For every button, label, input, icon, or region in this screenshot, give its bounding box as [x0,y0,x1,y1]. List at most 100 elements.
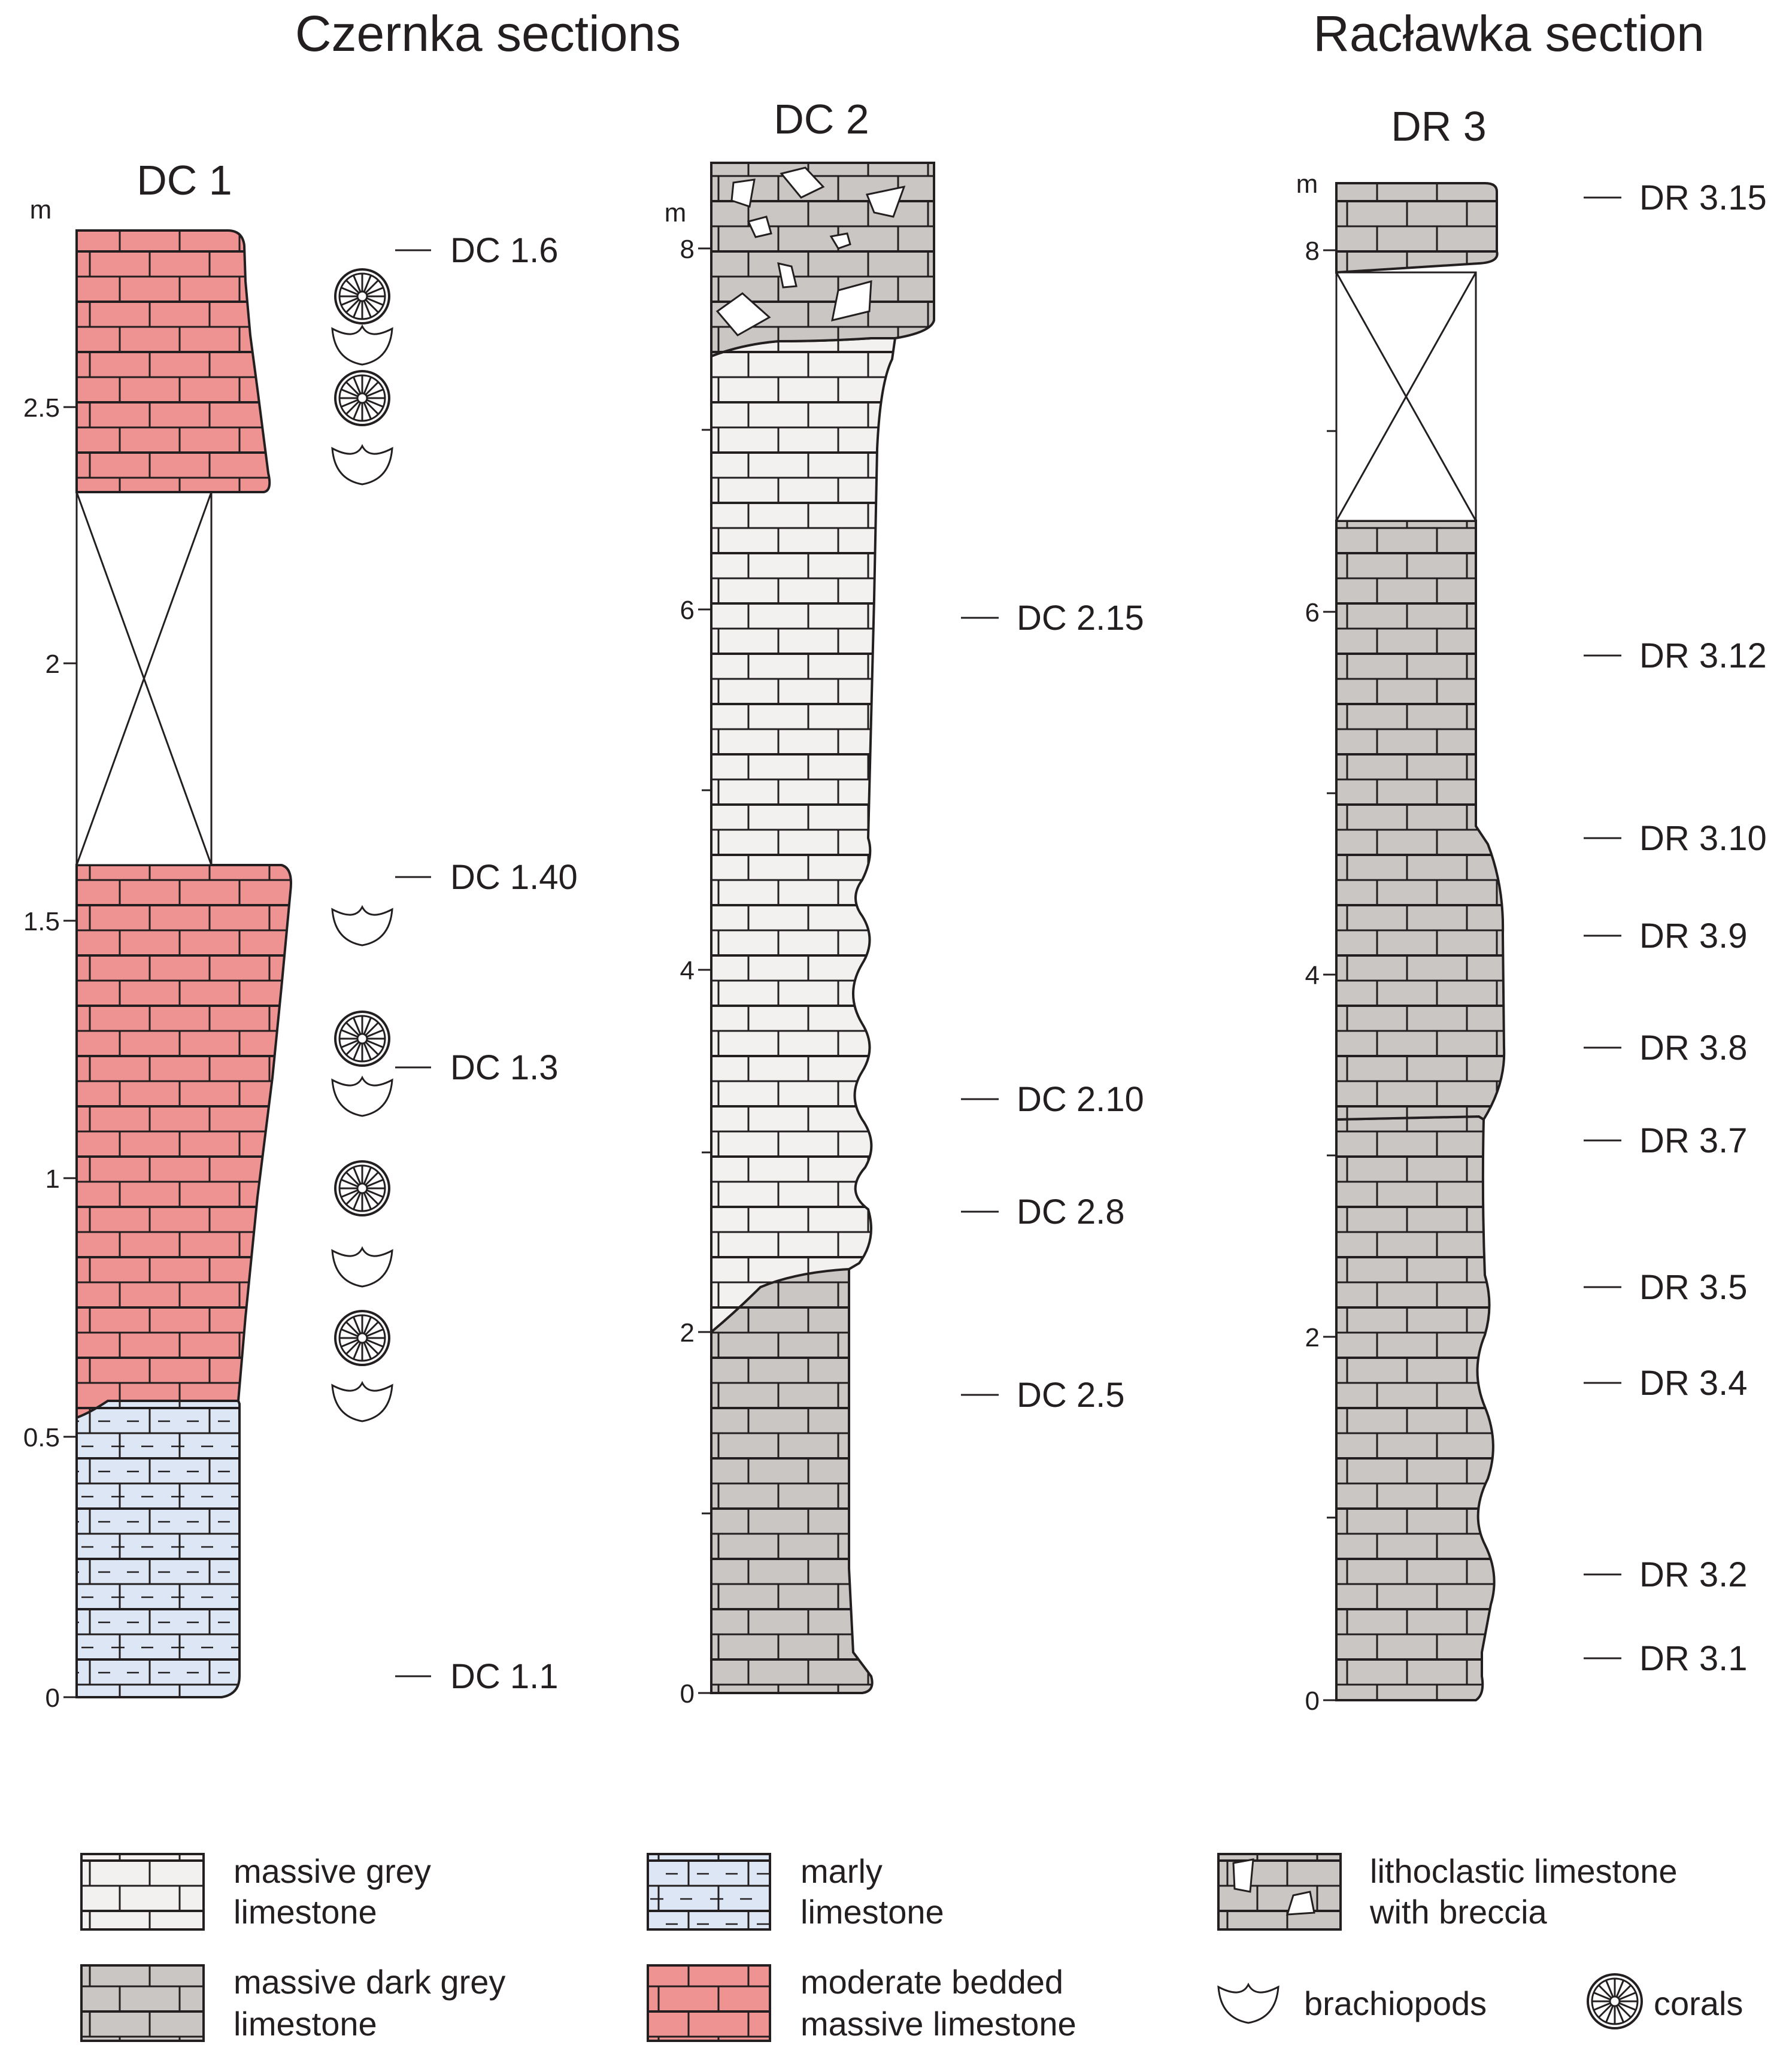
dr3-top-bed [1335,182,1499,274]
sample-label: DR 3.5 [1639,1268,1748,1307]
breccia-clast [865,185,906,218]
legend-moderate-bedded: moderate bedded massive limestone [647,1963,1077,2043]
brachiopod-icon [1217,1983,1279,2024]
sample-label: DR 3.8 [1639,1028,1748,1067]
dc1-marly-limestone-bed [75,1400,241,1698]
dc1-tick-label: 2 [46,650,60,679]
sample-label: DC 2.5 [1017,1376,1125,1415]
sample-label: DR 3.9 [1639,917,1748,955]
sample-label: DR 3.10 [1639,819,1767,858]
dr3-tick-label: 4 [1305,961,1320,990]
dr3-massive-dark-grey-lower-bed [1335,1115,1496,1701]
coral-icon [334,268,390,324]
legend-label-massive-dark-grey-1: massive dark grey [234,1963,505,2001]
dc1-tick-label: 0 [46,1683,60,1713]
legend-massive-grey: massive grey limestone [80,1852,431,1931]
coral-icon [334,1011,390,1067]
legend-swatch-massive-dark-grey [80,1964,205,2042]
legend: massive grey limestone marly limestone l… [80,1852,1743,2043]
sample-label: DC 1.1 [450,1657,559,1696]
dr3-gap-cross-b [1335,272,1477,521]
coral-icon [334,1160,390,1216]
dc1-moderate-bedded-upper [75,229,271,493]
dr3-massive-dark-grey-upper-bed [1335,520,1506,1121]
brachiopod-icon [331,1247,393,1288]
dc2-tick-label: 2 [680,1318,695,1348]
breccia-clast [715,292,771,336]
breccia-clast [780,166,825,199]
dc1-gap-cross-b [75,491,213,866]
legend-clast-a [1232,1858,1254,1893]
sample-label: DC 1.6 [450,231,559,270]
dc1-tick-label: 2.5 [23,393,60,423]
sample-label: DC 1.40 [450,858,578,897]
legend-marly: marly limestone [647,1852,944,1931]
dc1-moderate-bedded-lower [75,864,292,1419]
legend-swatch-marly [647,1853,771,1931]
legend-swatch-moderate-bedded [647,1964,771,2042]
dc2-tick-label: 4 [680,956,695,985]
sample-label: DC 2.8 [1017,1193,1125,1231]
sample-label: DC 1.3 [450,1048,559,1087]
legend-label-moderate-bedded-1: moderate bedded [801,1963,1063,2001]
dc1-label: DC 1 [137,157,232,204]
legend-label-massive-dark-grey-2: limestone [234,2005,377,2043]
breccia-clast [831,280,872,322]
legend-swatch-lithoclastic [1217,1853,1342,1931]
dc1-tick-label: 1 [46,1164,60,1194]
brachiopod-icon [331,445,393,486]
sample-label: DR 3.4 [1639,1364,1748,1403]
dr3-tick-label: 0 [1305,1686,1320,1716]
dc1-tick-label: 1.5 [23,907,60,936]
coral-icon [334,1310,390,1366]
dr3-tick-label: 6 [1305,598,1320,627]
dc1-tick-label: 0.5 [23,1423,60,1452]
legend-label-massive-grey-1: massive grey [234,1852,431,1890]
dc1-sample-markers: DC 1.6 DC 1.40 DC 1.3 DC 1.1 [395,231,578,1696]
legend-swatch-massive-grey [80,1853,205,1931]
dc2-tick-label: 0 [680,1679,695,1709]
dc2-tick-label: 8 [680,235,695,264]
coral-icon [334,370,390,426]
sample-label: DR 3.15 [1639,178,1767,217]
dc2-breccia-clasts [715,166,906,336]
legend-label-corals: corals [1654,1985,1743,2022]
sample-label: DC 2.10 [1017,1080,1144,1119]
legend-label-lithoclastic-1: lithoclastic limestone [1370,1852,1678,1890]
legend-clast-b [1285,1891,1315,1916]
legend-label-massive-grey-2: limestone [234,1893,377,1931]
brachiopod-icon [331,1076,393,1117]
breccia-clast [747,216,772,238]
raclawka-title: Racławka section [1313,5,1705,62]
legend-label-brachiopods: brachiopods [1304,1985,1487,2022]
sample-label: DR 3.1 [1639,1639,1748,1678]
sample-label: DR 3.7 [1639,1121,1748,1160]
dc1-axis-ticks: 0 0.5 1 1.5 2 2.5 [23,393,77,1713]
sample-label: DR 3.2 [1639,1555,1748,1594]
dc1-unit: m [30,195,52,224]
legend-massive-dark-grey: massive dark grey limestone [80,1963,505,2043]
dc1-fossil-column [331,268,393,1422]
dr3-tick-label: 2 [1305,1323,1320,1352]
dc2-label: DC 2 [774,96,869,142]
czernka-title: Czernka sections [295,5,681,62]
brachiopod-icon [331,906,393,946]
legend-brachiopods: brachiopods [1217,1983,1487,2024]
dr3-unit: m [1296,169,1318,199]
dc2-massive-dark-grey-lower-bed [710,1268,874,1694]
legend-label-lithoclastic-2: with breccia [1369,1893,1548,1931]
breccia-clast [777,262,798,289]
brachiopod-icon [331,325,393,366]
dc2-unit: m [665,198,687,227]
legend-corals: corals [1587,1973,1743,2029]
dc2-massive-grey-limestone-bed [710,337,897,1335]
sample-label: DC 2.15 [1017,599,1144,638]
brachiopod-icon [331,1382,393,1422]
